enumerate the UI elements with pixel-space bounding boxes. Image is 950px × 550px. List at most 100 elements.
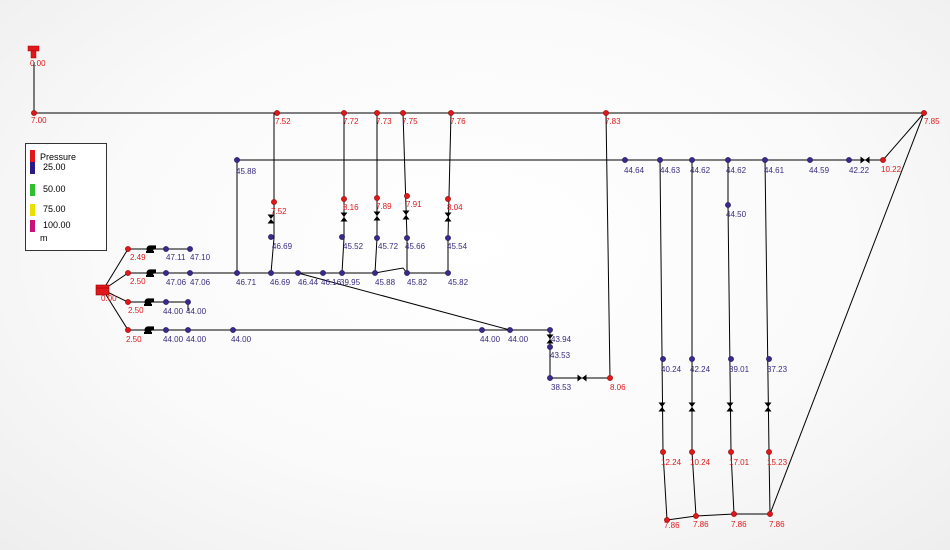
junction-node[interactable]	[445, 235, 451, 241]
valve-icon[interactable]	[726, 402, 734, 412]
junction-node[interactable]	[807, 157, 813, 163]
junction-node[interactable]	[547, 344, 553, 350]
pump-icon[interactable]	[146, 269, 156, 277]
pressure-label: 45.88	[236, 167, 257, 176]
junction-node[interactable]	[187, 246, 193, 252]
pressure-label: 7.86	[731, 520, 747, 529]
pump-icon[interactable]	[144, 298, 154, 306]
junction-node[interactable]	[767, 511, 773, 517]
junction-node[interactable]	[507, 327, 513, 333]
junction-node[interactable]	[320, 270, 326, 276]
junction-node[interactable]	[846, 157, 852, 163]
junction-node[interactable]	[268, 270, 274, 276]
junction-node[interactable]	[445, 196, 451, 202]
junction-node[interactable]	[766, 356, 772, 362]
junction-node[interactable]	[445, 270, 451, 276]
pressure-label: 7.52	[271, 207, 287, 216]
junction-node[interactable]	[607, 375, 613, 381]
junction-node[interactable]	[339, 234, 345, 240]
junction-node[interactable]	[728, 449, 734, 455]
junction-node[interactable]	[728, 356, 734, 362]
valve-icon[interactable]	[546, 334, 554, 344]
valve-icon[interactable]	[860, 156, 870, 164]
junction-node[interactable]	[603, 110, 609, 116]
junction-node[interactable]	[163, 270, 169, 276]
junction-node[interactable]	[400, 110, 406, 116]
junction-node[interactable]	[187, 270, 193, 276]
junction-node[interactable]	[341, 110, 347, 116]
valve-icon[interactable]	[764, 402, 772, 412]
valve-icon[interactable]	[444, 212, 452, 222]
junction-node[interactable]	[125, 299, 131, 305]
valves[interactable]	[267, 156, 870, 412]
junction-node[interactable]	[766, 449, 772, 455]
pumps[interactable]	[144, 245, 156, 334]
junction-node[interactable]	[404, 235, 410, 241]
junction-node[interactable]	[125, 270, 131, 276]
junction-node[interactable]	[163, 299, 169, 305]
pressure-label: 7.00	[31, 116, 47, 125]
valve-icon[interactable]	[373, 211, 381, 221]
junction-node[interactable]	[234, 270, 240, 276]
junction-node[interactable]	[163, 246, 169, 252]
valve-icon[interactable]	[658, 402, 666, 412]
pressure-label: 2.50	[126, 335, 142, 344]
valve-icon[interactable]	[577, 374, 587, 382]
junction-node[interactable]	[404, 270, 410, 276]
junction-node[interactable]	[125, 246, 131, 252]
pressure-label: 44.59	[809, 166, 830, 175]
junction-node[interactable]	[274, 110, 280, 116]
junction-node[interactable]	[479, 327, 485, 333]
valve-icon[interactable]	[340, 212, 348, 222]
junction-node[interactable]	[660, 449, 666, 455]
junction-node[interactable]	[339, 270, 345, 276]
junction-node[interactable]	[660, 356, 666, 362]
junction-node[interactable]	[125, 327, 131, 333]
junction-node[interactable]	[880, 157, 886, 163]
junction-node[interactable]	[689, 449, 695, 455]
pressure-label: 45.54	[447, 242, 468, 251]
junction-node[interactable]	[657, 157, 663, 163]
pump-icon[interactable]	[144, 326, 154, 334]
junction-node[interactable]	[374, 235, 380, 241]
junction-node[interactable]	[295, 270, 301, 276]
junction-node[interactable]	[689, 157, 695, 163]
pump-icon[interactable]	[146, 245, 156, 253]
junction-node[interactable]	[230, 327, 236, 333]
junction-node[interactable]	[693, 513, 699, 519]
junction-node[interactable]	[725, 202, 731, 208]
junction-node[interactable]	[163, 327, 169, 333]
junction-node[interactable]	[271, 199, 277, 205]
valve-icon[interactable]	[402, 210, 410, 220]
junction-node[interactable]	[689, 356, 695, 362]
junction-node[interactable]	[547, 327, 553, 333]
junction-node[interactable]	[622, 157, 628, 163]
junction-node[interactable]	[374, 195, 380, 201]
junction-node[interactable]	[547, 375, 553, 381]
valve-icon[interactable]	[267, 214, 275, 224]
valve-icon[interactable]	[688, 402, 696, 412]
tank-icon[interactable]	[27, 45, 40, 59]
junction-node[interactable]	[234, 157, 240, 163]
junction-node[interactable]	[921, 110, 927, 116]
junction-node[interactable]	[185, 327, 191, 333]
junction-nodes[interactable]	[31, 110, 927, 523]
junction-node[interactable]	[404, 193, 410, 199]
junction-node[interactable]	[374, 110, 380, 116]
junction-node[interactable]	[341, 196, 347, 202]
junction-node[interactable]	[725, 157, 731, 163]
legend-unit: m	[40, 233, 48, 243]
junction-node[interactable]	[372, 270, 378, 276]
junction-node[interactable]	[185, 299, 191, 305]
junction-node[interactable]	[268, 234, 274, 240]
junction-node[interactable]	[664, 517, 670, 523]
junction-node[interactable]	[31, 110, 37, 116]
pressure-label: 0.00	[30, 59, 46, 68]
junction-node[interactable]	[448, 110, 454, 116]
reservoir-icon[interactable]	[95, 284, 110, 296]
pressure-label: 45.72	[378, 242, 399, 251]
junction-node[interactable]	[762, 157, 768, 163]
junction-node[interactable]	[731, 511, 737, 517]
